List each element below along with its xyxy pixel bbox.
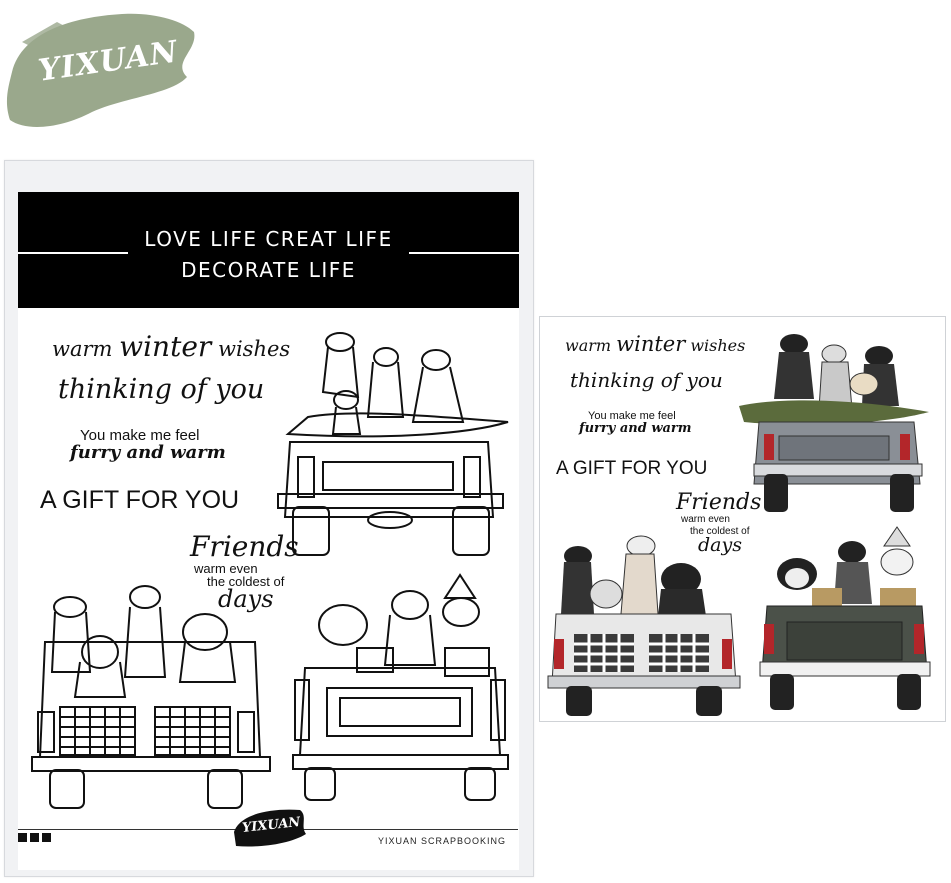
header-line1: LOVE LIFE CREAT LIFE xyxy=(144,227,393,251)
sentiment-the-coldest-of: the coldest of xyxy=(207,574,285,589)
truck-stamp-top xyxy=(277,332,509,556)
sample-sentiment-you-make-me-feel: You make me feel xyxy=(588,410,676,422)
sentiment-friends: Friends xyxy=(190,530,299,563)
header-line2: DECORATE LIFE xyxy=(181,258,356,282)
sample-sentiment-wishes: wishes xyxy=(685,336,746,355)
sentiment-warm: warm xyxy=(52,337,120,361)
header-rule-right xyxy=(409,252,519,254)
sample-sentiment-warm-even: warm even xyxy=(681,514,730,525)
sample-sentiment-winter: winter xyxy=(616,332,686,356)
sample-sentiment-thinking-of-you: thinking of you xyxy=(570,368,723,392)
sample-truck-top xyxy=(739,334,929,512)
sample-sentiment-warm-winter-wishes: warm winter wishes xyxy=(565,332,745,356)
footer-brush-icon xyxy=(234,809,306,847)
footer-square-2 xyxy=(30,833,39,842)
footer-text: YIXUAN SCRAPBOOKING xyxy=(378,836,507,846)
sample-sentiment-a-gift-for-you: A GIFT FOR YOU xyxy=(556,458,708,479)
sentiment-wishes: wishes xyxy=(211,337,291,361)
sentiment-thinking-of-you: thinking of you xyxy=(58,374,265,405)
sentiment-warm-even: warm even xyxy=(194,561,258,576)
footer-square-3 xyxy=(42,833,51,842)
sentiment-days: days xyxy=(218,585,274,613)
header-rule-left xyxy=(18,252,128,254)
truck-stamp-bottom-right xyxy=(292,573,509,801)
footer-square-1 xyxy=(18,833,27,842)
sentiment-you-make-me-feel: You make me feel xyxy=(80,427,200,444)
package-header: LOVE LIFE CREAT LIFE DECORATE LIFE xyxy=(18,192,519,308)
sample-sentiment-friends: Friends xyxy=(676,490,762,515)
brand-logo: YIXUAN xyxy=(2,2,202,137)
sample-sentiment-furry-and-warm: furry and warm xyxy=(579,421,692,436)
brush-stroke-icon xyxy=(6,13,195,127)
sentiment-furry-and-warm: furry and warm xyxy=(70,442,226,463)
sentiment-warm-winter-wishes: warm winter wishes xyxy=(52,330,290,363)
sample-sentiment-days: days xyxy=(698,534,742,556)
truck-stamp-bottom-left xyxy=(31,585,271,809)
stamp-sheet xyxy=(18,308,519,870)
footer-logo: YIXUAN xyxy=(230,804,310,850)
sample-truck-bottom-right xyxy=(759,526,931,710)
sample-truck-bottom-left xyxy=(547,535,741,716)
sentiment-a-gift-for-you: A GIFT FOR YOU xyxy=(40,486,240,514)
sample-sentiment-the-coldest-of: the coldest of xyxy=(690,526,750,537)
sentiment-winter: winter xyxy=(119,330,212,363)
sample-sentiment-warm: warm xyxy=(565,336,617,355)
